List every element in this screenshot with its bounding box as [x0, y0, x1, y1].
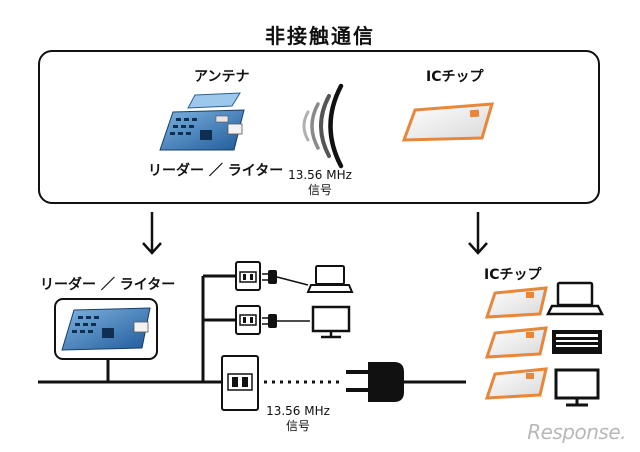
- reader-writer-board-icon-top: [159, 92, 245, 151]
- monitor-icon-upper: [311, 305, 351, 339]
- plug-icon-2: [262, 314, 310, 328]
- monitor-icon-right: [554, 368, 600, 407]
- power-plug-icon: [346, 362, 410, 402]
- down-arrow-icon-left: [142, 212, 162, 255]
- diagram-title: 非接触通信: [265, 24, 375, 48]
- ic-card-icon-1: [484, 286, 548, 319]
- ic-card-icon-2: [484, 326, 548, 359]
- response-watermark: Response.: [527, 420, 626, 444]
- outlet-icon-1: [235, 261, 261, 291]
- down-arrow-icon-right: [468, 212, 488, 255]
- frequency-value-bottom: 13.56 MHz: [266, 404, 330, 418]
- radio-waves-icon: [302, 83, 344, 169]
- reader-writer-board-icon-bottom: [61, 307, 151, 351]
- ic-chip-label-bottom: ICチップ: [484, 267, 542, 283]
- laptop-icon-right: [545, 281, 605, 316]
- reader-writer-label-bottom: リーダー ／ ライター: [40, 277, 176, 293]
- ic-chip-label-top: ICチップ: [426, 69, 484, 85]
- frequency-label-bottom: 13.56 MHz 信号: [256, 404, 340, 434]
- outlet-icon-2: [235, 305, 261, 335]
- reader-writer-label-top: リーダー ／ ライター: [148, 163, 284, 179]
- ic-card-icon-3: [484, 367, 548, 400]
- outlet-icon-large: [221, 355, 259, 411]
- antenna-label: アンテナ: [194, 69, 250, 85]
- signal-label-bottom: 信号: [285, 419, 310, 433]
- contactless-panel: [38, 50, 600, 204]
- frequency-label-top: 13.56 MHz 信号: [278, 168, 362, 198]
- plug-icon-1: [262, 270, 309, 286]
- frequency-value-top: 13.56 MHz: [288, 168, 352, 182]
- laptop-icon-upper: [306, 265, 354, 293]
- signal-label-top: 信号: [307, 183, 332, 197]
- ic-card-icon-top: [401, 102, 495, 142]
- power-line: [38, 274, 466, 384]
- dvd-recorder-icon: [552, 330, 602, 354]
